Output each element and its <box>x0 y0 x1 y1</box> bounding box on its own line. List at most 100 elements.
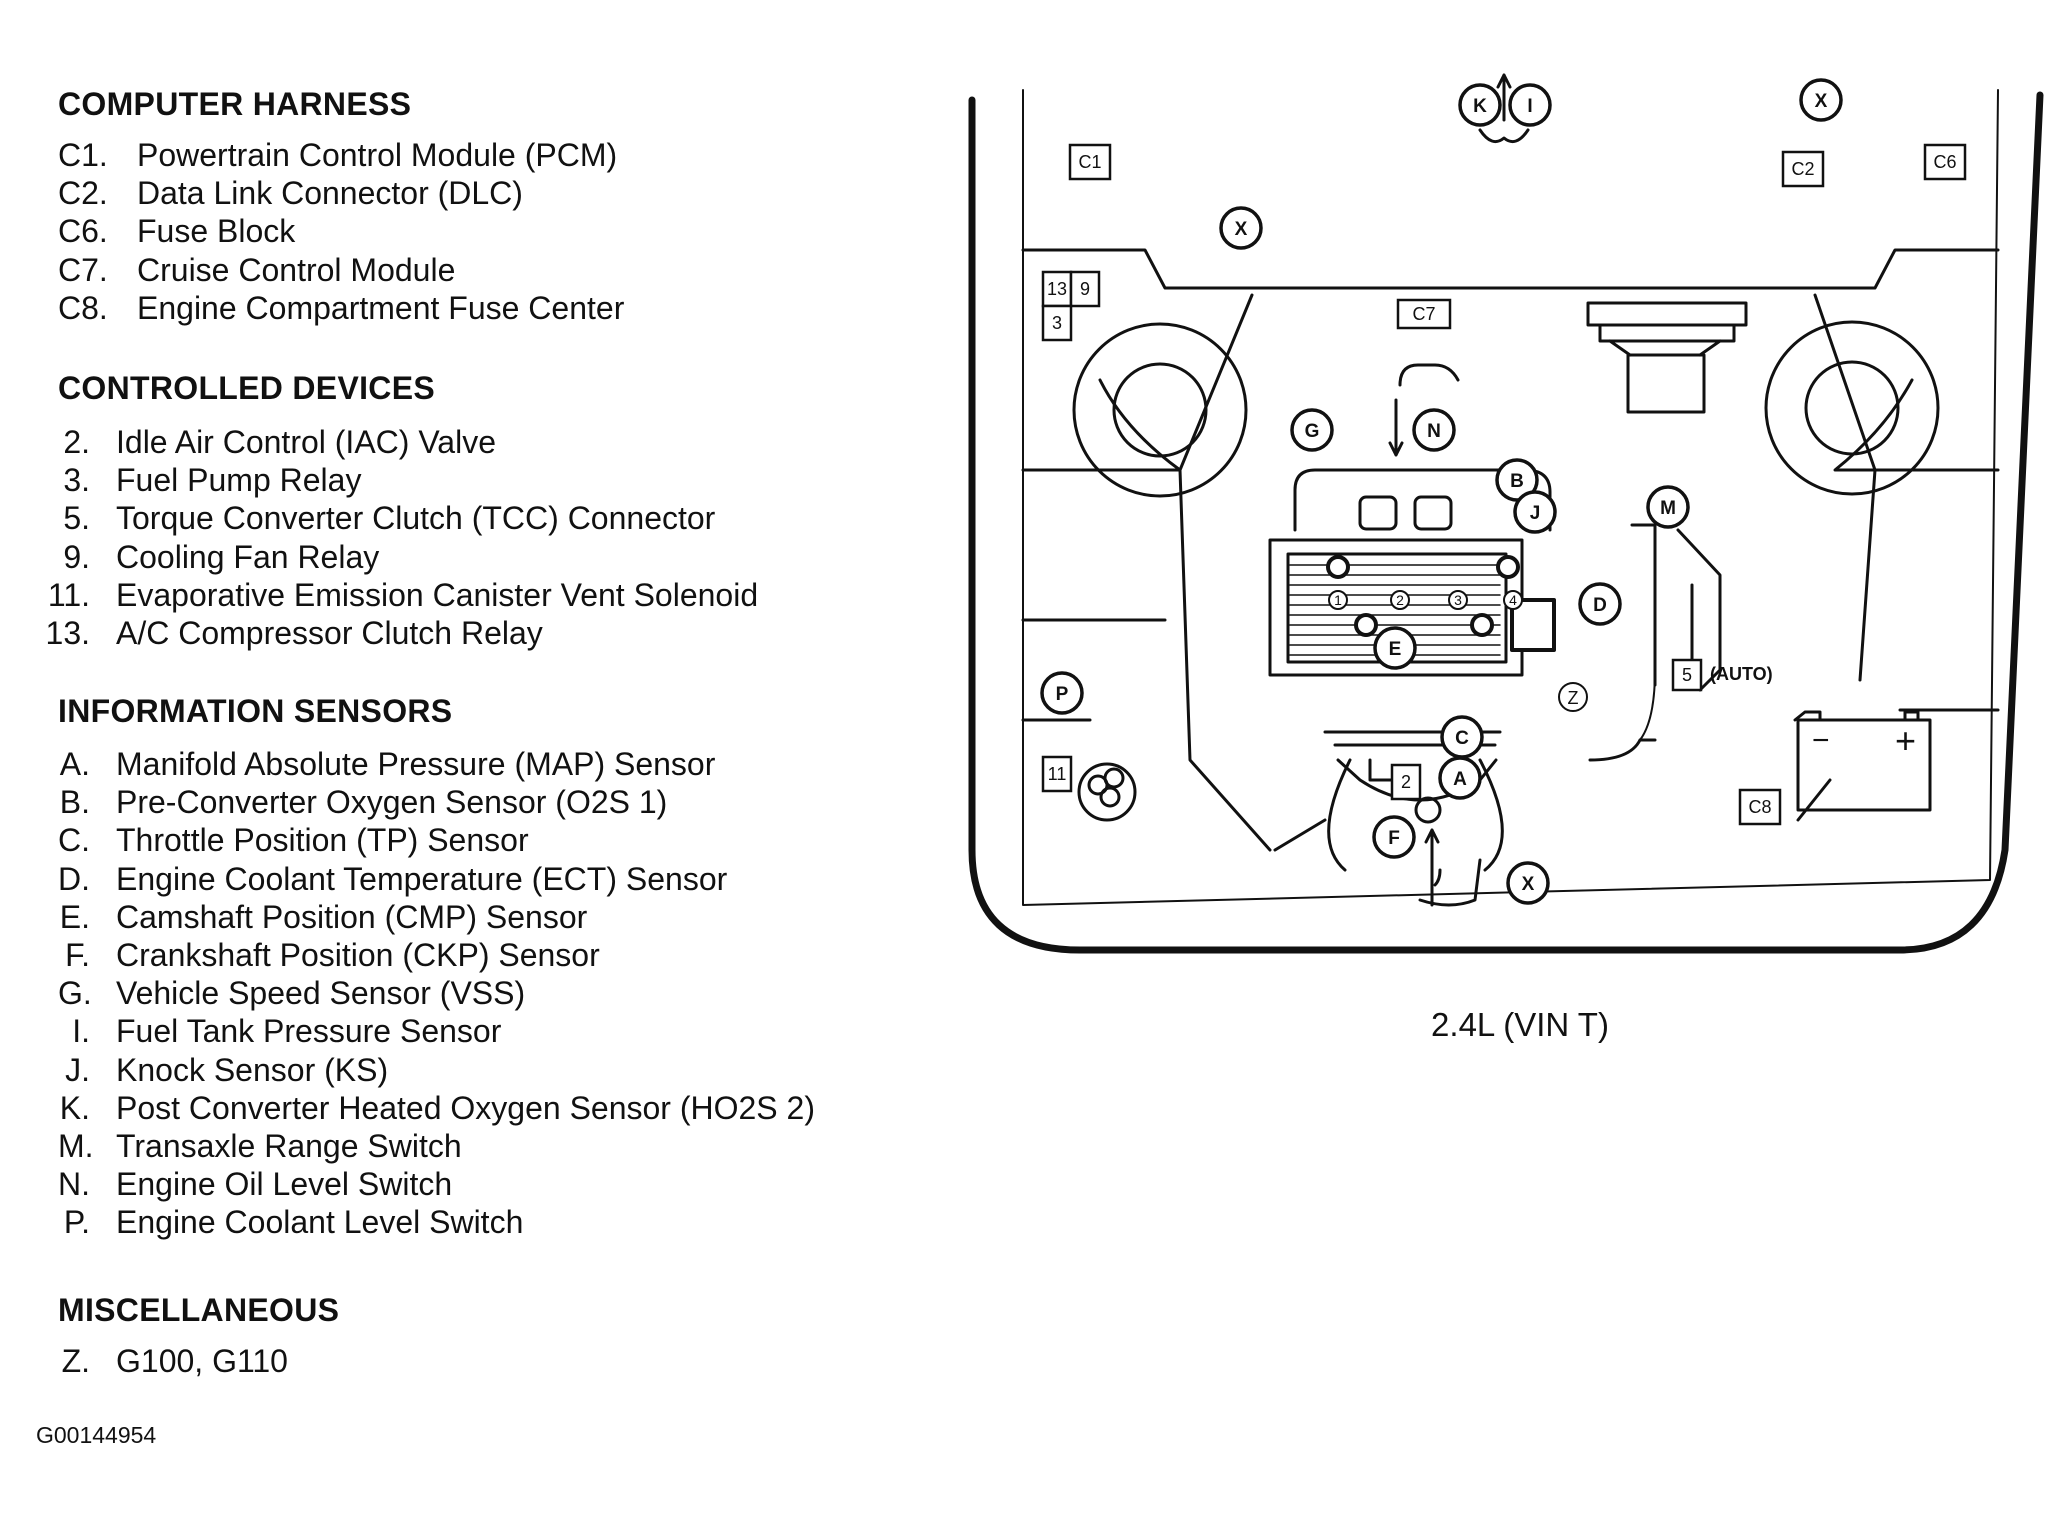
legend-item-code: M. <box>58 1128 94 1164</box>
legend-item-code: K. <box>59 1089 90 1126</box>
legend-item-label: Fuse Block <box>137 213 296 250</box>
component-box-label: 13 <box>1047 279 1067 299</box>
cylinder-number: 2 <box>1396 592 1404 608</box>
legend-item: K. Post Converter Heated Oxygen Sensor (H… <box>0 1089 880 1127</box>
legend-item-label: Crankshaft Position (CKP) Sensor <box>116 937 600 973</box>
callout-p: P <box>1040 671 1084 715</box>
legend-item: E.Camshaft Position (CMP) Sensor <box>0 898 880 936</box>
callout-z: Z <box>1558 682 1588 712</box>
legend-item-label: Engine Compartment Fuse Center <box>137 289 625 326</box>
component-box-r5: 5 <box>1671 658 1703 692</box>
legend-item: J.Knock Sensor (KS) <box>0 1051 880 1089</box>
legend-item-code: D. <box>58 860 90 897</box>
legend-item-label: Engine Coolant Level Switch <box>116 1204 524 1241</box>
legend-item-code: 11. <box>47 576 90 613</box>
callout-label: K <box>1473 96 1487 117</box>
component-box-label: 3 <box>1052 313 1062 333</box>
legend-item-code: P. <box>63 1204 90 1241</box>
callout-k: K <box>1458 83 1502 127</box>
legend-item-code: 5. <box>63 500 90 537</box>
callout-d: D <box>1578 582 1622 626</box>
legend-item-label: A/C Compressor Clutch Relay <box>116 615 543 651</box>
battery-minus: − <box>1812 724 1830 757</box>
legend-item-label: G100, G110 <box>116 1343 288 1379</box>
legend-item: 3.Fuel Pump Relay <box>0 461 880 499</box>
cylinder-marker: 2 <box>1390 590 1410 610</box>
legend-item-label: Cruise Control Module <box>137 251 456 288</box>
legend-item: Z.G100, G110 <box>0 1342 880 1380</box>
component-box-r2: 2 <box>1390 763 1422 801</box>
legend-item-code: 13. <box>45 615 90 651</box>
legend-section-title: INFORMATION SENSORS <box>58 693 453 729</box>
legend-item-code: I. <box>72 1013 90 1050</box>
legend-item-code: N. <box>58 1166 90 1203</box>
legend-item-code: E. <box>59 898 90 935</box>
legend-item-code: C2. <box>58 175 108 212</box>
legend-section-title: CONTROLLED DEVICES <box>58 370 435 406</box>
legend-item-code: C. <box>58 822 90 859</box>
callout-a: A <box>1438 756 1482 800</box>
transaxle-housing <box>1630 523 1722 692</box>
cylinder-number: 3 <box>1454 592 1462 608</box>
auto-label: (AUTO) <box>1710 664 1773 684</box>
legend-item: 2. Idle Air Control (IAC) Valve <box>0 423 880 461</box>
callout-g: G <box>1290 408 1334 452</box>
legend-item-label: Knock Sensor (KS) <box>116 1051 389 1088</box>
legend-item-code: G. <box>58 975 92 1012</box>
component-box-label: C6 <box>1933 152 1956 172</box>
callout-label: B <box>1510 471 1524 492</box>
component-box-r3: 3 <box>1041 304 1073 342</box>
component-box-label: C8 <box>1748 797 1771 817</box>
battery-plus: + <box>1895 720 1916 761</box>
legend-section-title: COMPUTER HARNESS <box>58 86 412 122</box>
left-strut-tower <box>1072 322 1248 498</box>
legend-item: 5.Torque Converter Clutch (TCC) Connecto… <box>0 499 880 537</box>
cylinder-marker: 4 <box>1503 590 1523 610</box>
legend-item-label: Idle Air Control (IAC) Valve <box>116 424 496 460</box>
callout-x3: X <box>1506 861 1550 905</box>
callout-j: J <box>1513 490 1557 534</box>
legend-item-label: Cooling Fan Relay <box>116 538 380 575</box>
cylinder-number: 4 <box>1509 592 1517 608</box>
air-cleaner <box>1586 301 1748 327</box>
right-strut-tower <box>1764 320 1940 496</box>
callout-e: E <box>1373 626 1417 670</box>
legend-item-code: 9. <box>63 538 90 575</box>
legend-item: 9. Cooling Fan Relay <box>0 538 880 576</box>
component-box-label: 9 <box>1080 279 1090 299</box>
cylinder-number: 1 <box>1334 592 1342 608</box>
legend-item-label: Evaporative Emission Canister Vent Solen… <box>116 576 759 613</box>
legend-item: M.Transaxle Range Switch <box>0 1127 880 1165</box>
callout-i: I <box>1508 83 1552 127</box>
callout-label: N <box>1427 421 1441 442</box>
legend-item: G.Vehicle Speed Sensor (VSS) <box>0 974 880 1012</box>
callout-label: A <box>1453 769 1467 790</box>
component-box-label: C7 <box>1412 304 1435 324</box>
legend-item: B.Pre-Converter Oxygen Sensor (O2S 1) <box>0 783 880 821</box>
legend-item-code: F. <box>65 937 90 973</box>
legend-item: D. Engine Coolant Temperature (ECT) Senso… <box>0 860 880 898</box>
legend-item-code: C7. <box>58 251 108 288</box>
legend-item: P. Engine Coolant Level Switch <box>0 1203 880 1241</box>
compartment-outline <box>968 91 2044 954</box>
callout-label: P <box>1056 684 1069 705</box>
legend-item-code: C8. <box>58 289 108 326</box>
component-box-label: 11 <box>1048 764 1067 784</box>
callout-label: E <box>1389 639 1402 660</box>
legend-item-label: Engine Coolant Temperature (ECT) Sensor <box>116 860 728 897</box>
component-box-c8: C8 <box>1738 788 1782 826</box>
figure-caption: 2.4L (VIN T) <box>1431 1006 1609 1043</box>
legend-item: 13. A/C Compressor Clutch Relay <box>0 614 880 652</box>
callout-label: X <box>1815 91 1828 112</box>
callout-label: X <box>1235 219 1248 240</box>
legend-item: C2.Data Link Connector (DLC) <box>0 174 880 212</box>
legend-item-code: 2. <box>63 424 90 460</box>
callout-label: D <box>1593 595 1607 616</box>
intake-manifold <box>1293 468 1552 532</box>
cylinder-marker: 1 <box>1328 590 1348 610</box>
component-box-label: 2 <box>1401 772 1411 792</box>
legend-item-label: Post Converter Heated Oxygen Sensor (HO2… <box>116 1089 815 1126</box>
component-box-r9: 9 <box>1069 270 1101 308</box>
